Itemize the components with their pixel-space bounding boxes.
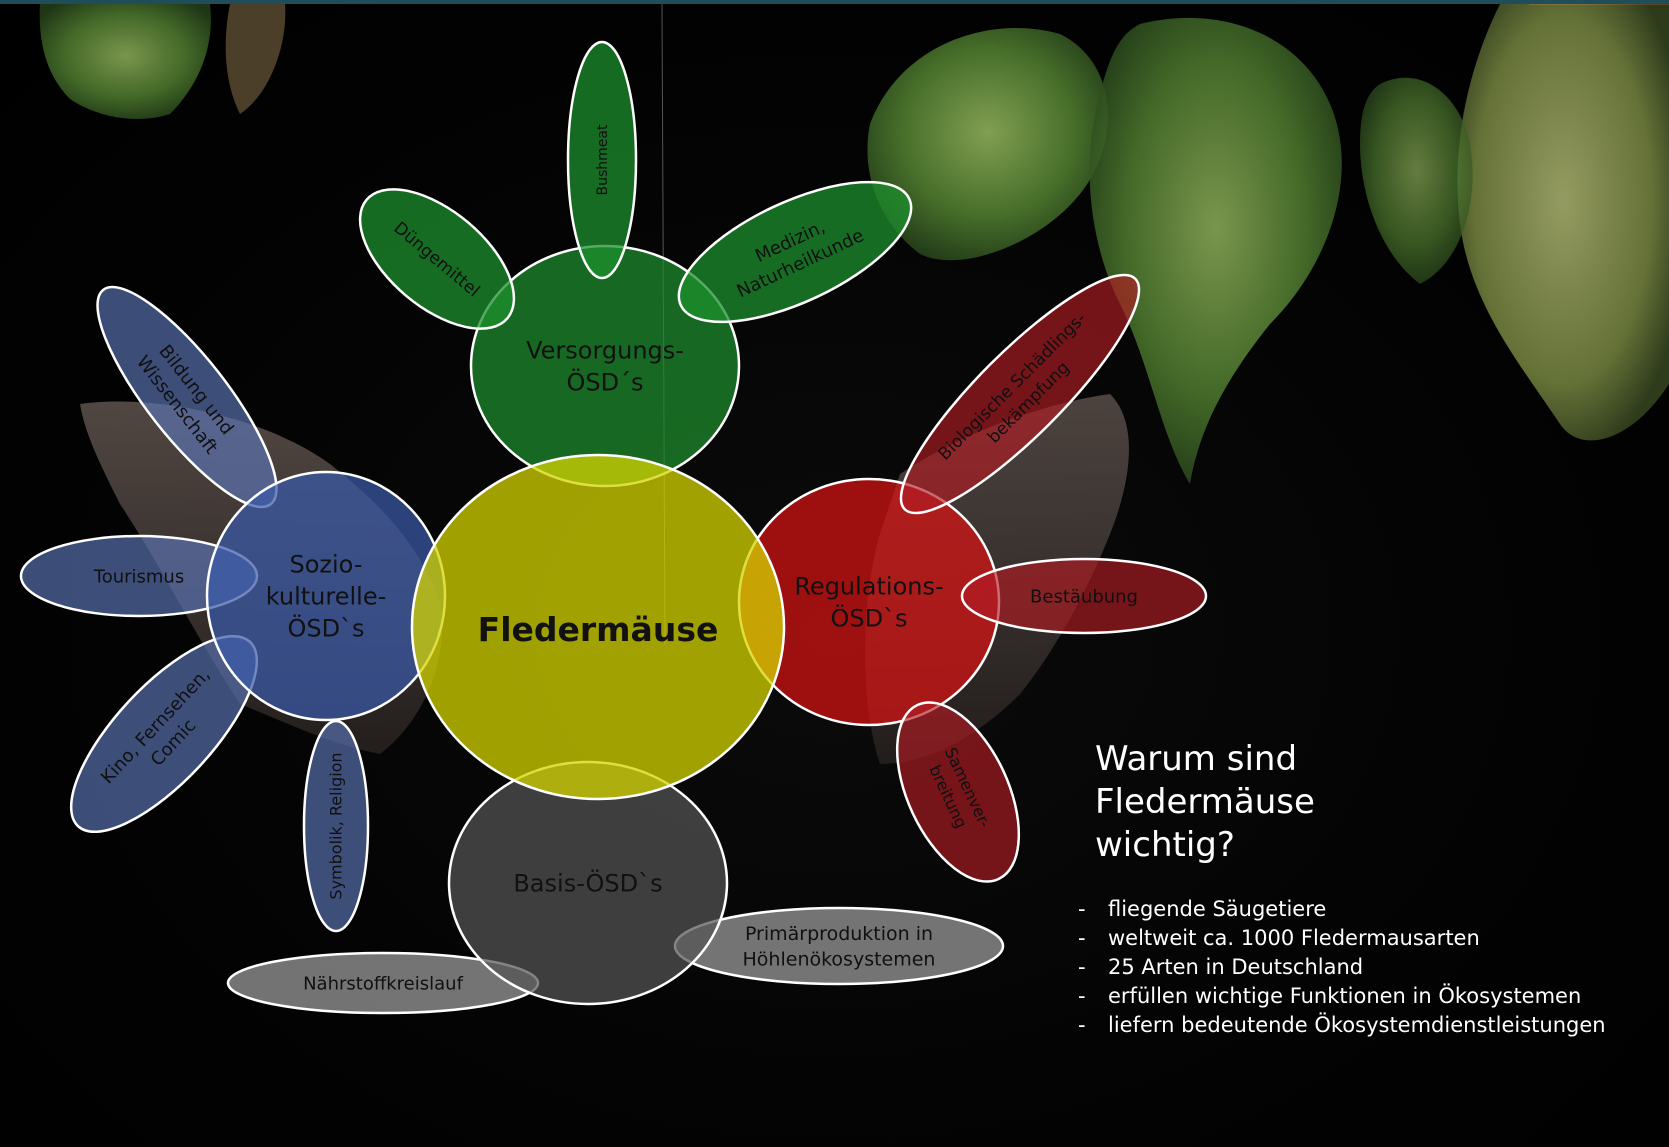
basis-category-label-line: Basis-ÖSD`s (513, 868, 662, 897)
versorgung-item-label-line: Bushmeat (595, 124, 611, 195)
leaf-top-left-2 (226, 4, 286, 114)
versorgung-category-label-line: Versorgungs- (526, 336, 684, 364)
sozio-category-label-line: Sozio- (290, 550, 363, 578)
basis-item-label: Nährstoffkreislauf (303, 973, 463, 994)
regulation-item-label-line: Bestäubung (1030, 586, 1138, 607)
basis-item-label-line: Höhlenökosystemen (743, 948, 936, 970)
regulation-item-label: Bestäubung (1030, 586, 1138, 607)
why-bats-bullet: 25 Arten in Deutschland (1078, 953, 1653, 982)
basis-item-label-line: Nährstoffkreislauf (303, 973, 463, 994)
sozio-category-label-line: kulturelle- (266, 582, 387, 610)
basis-item-ellipse (675, 908, 1003, 984)
sozio-item-label: Symbolik, Religion (327, 752, 346, 899)
why-bats-list: fliegende Säugetiere weltweit ca. 1000 F… (1093, 895, 1653, 1040)
why-bats-bullet: fliegende Säugetiere (1078, 895, 1653, 924)
sozio-item-label-line: Symbolik, Religion (327, 752, 346, 899)
why-bats-important-panel: Warum sind Fledermäuse wichtig? fliegend… (1093, 738, 1653, 1040)
sozio-item-label-line: Tourismus (93, 566, 184, 587)
basis-item-label-line: Primärproduktion in (745, 923, 933, 945)
leaf-right-3 (1457, 4, 1669, 440)
why-bats-bullet: liefern bedeutende Ökosystemdienstleistu… (1078, 1011, 1653, 1040)
sozio-item-label: Tourismus (93, 566, 184, 587)
why-bats-bullet: weltweit ca. 1000 Fledermausarten (1078, 924, 1653, 953)
basis-category-label: Basis-ÖSD`s (513, 868, 662, 897)
versorgung-category-label-line: ÖSD´s (566, 367, 643, 396)
leaf-right-4 (1360, 78, 1473, 284)
why-bats-bullet: erfüllen wichtige Funktionen in Ökosyste… (1078, 982, 1653, 1011)
leaf-right-2 (1090, 18, 1342, 484)
center-label: Fledermäuse (478, 610, 719, 649)
regulation-category-label-line: ÖSD`s (830, 603, 907, 632)
sozio-category-label-line: ÖSD`s (287, 613, 364, 642)
leaf-top-left (40, 4, 211, 119)
regulation-category-label-line: Regulations- (794, 572, 943, 600)
versorgung-item-label: Bushmeat (595, 124, 611, 195)
why-bats-title: Warum sind Fledermäuse wichtig? (1095, 738, 1653, 867)
